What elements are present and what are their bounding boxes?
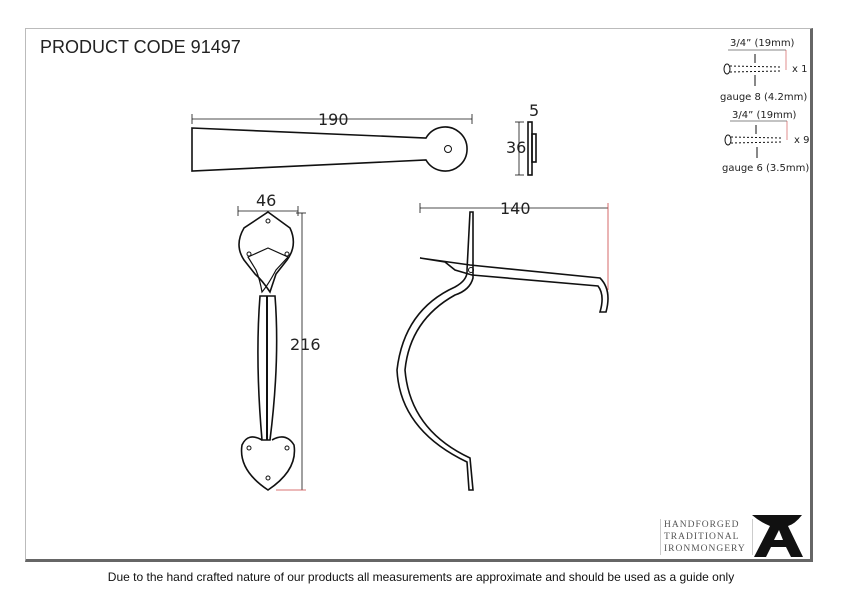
dim-5-label: 5 xyxy=(529,101,539,120)
disclaimer: Due to the hand crafted nature of our pr… xyxy=(107,570,735,584)
handle-side-view xyxy=(396,211,609,491)
handle-front-view xyxy=(238,211,296,491)
dimension-140 xyxy=(419,203,609,290)
dim-216-label: 216 xyxy=(290,335,321,354)
dimension-46 xyxy=(237,206,299,216)
dim-46-label: 46 xyxy=(256,191,276,210)
product-code: PRODUCT CODE 91497 xyxy=(40,37,241,57)
dim-140-label: 140 xyxy=(500,199,531,218)
brand-text: HANDFORGED TRADITIONAL IRONMONGERY xyxy=(660,519,753,555)
dimension-190 xyxy=(191,114,473,124)
dimension-216 xyxy=(276,212,306,491)
screw-1-qty: x 1 xyxy=(792,64,807,75)
screw-2-gauge: gauge 6 (3.5mm) xyxy=(722,163,809,174)
screw-1-length: 3/4” (19mm) xyxy=(730,38,795,49)
latch-bar-top-view xyxy=(191,126,468,172)
brand-line-3: IRONMONGERY xyxy=(664,544,746,554)
drawing-frame xyxy=(25,28,813,562)
screw-2 xyxy=(724,120,788,158)
screw-1-gauge: gauge 8 (4.2mm) xyxy=(720,92,807,103)
latch-bar-side-view xyxy=(527,121,537,176)
screw-2-length: 3/4” (19mm) xyxy=(732,110,797,121)
brand-line-1: HANDFORGED xyxy=(664,520,740,530)
dim-36-label: 36 xyxy=(506,138,526,157)
screw-2-qty: x 9 xyxy=(794,135,809,146)
anvil-logo-icon xyxy=(752,515,803,557)
brand-line-2: TRADITIONAL xyxy=(664,532,740,542)
screw-1 xyxy=(723,49,787,86)
dimension-36 xyxy=(515,121,524,176)
dim-190-label: 190 xyxy=(318,110,349,129)
